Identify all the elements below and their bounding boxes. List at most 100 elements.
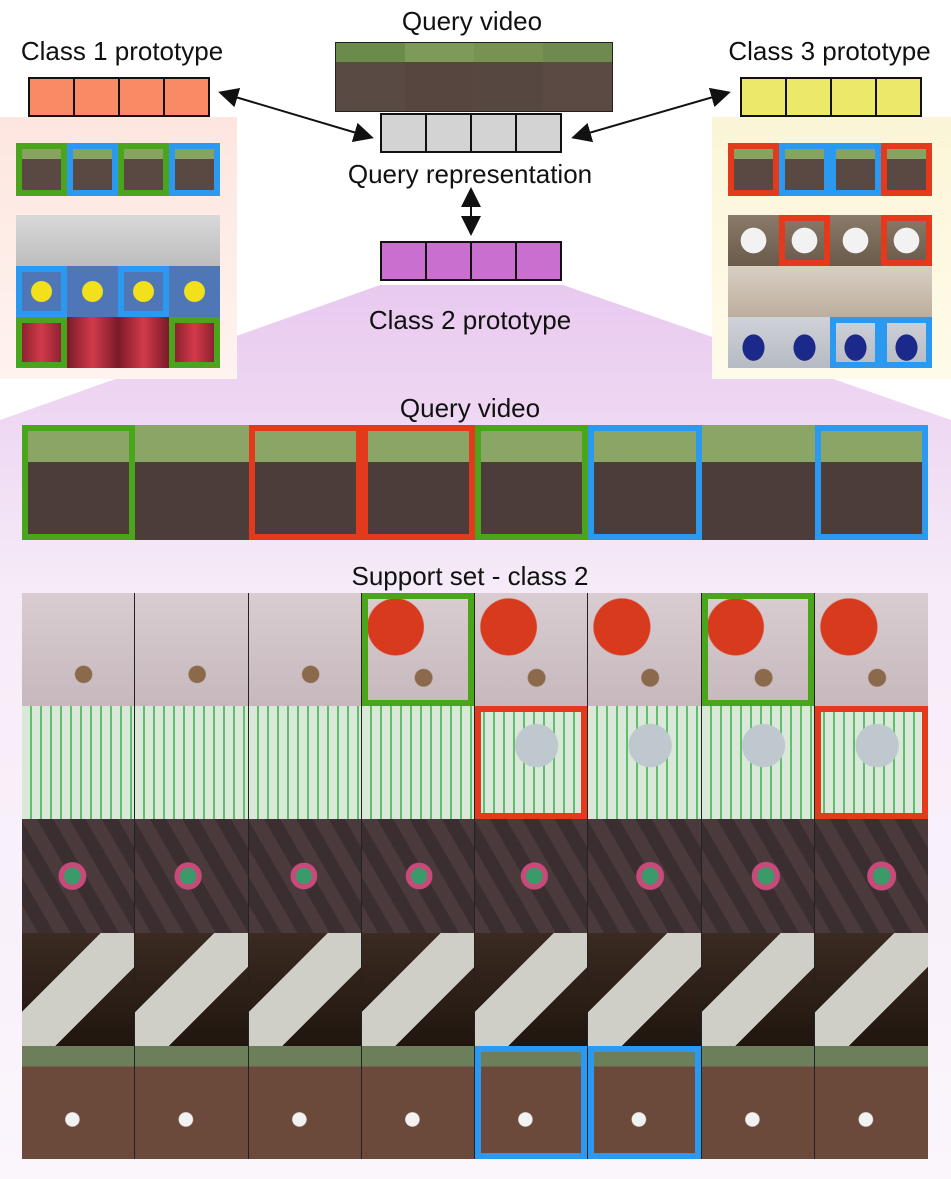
thumb-frame (830, 215, 881, 266)
query-video-frame (22, 425, 136, 540)
support-frame (22, 706, 136, 820)
support-frame (475, 932, 589, 1046)
support-frame (475, 593, 589, 707)
support-frame (814, 932, 928, 1046)
green-highlight-border (169, 317, 220, 368)
support-thumb-row (728, 317, 932, 368)
prototype-cell (832, 79, 877, 115)
blue-highlight-border (588, 425, 702, 540)
support-frame (135, 1045, 249, 1159)
thumb-frame (16, 215, 67, 266)
red-highlight-border (475, 706, 588, 820)
blue-highlight-border (16, 266, 67, 317)
query-video-frame (588, 425, 702, 540)
green-highlight-border (361, 593, 474, 707)
support-frame (361, 819, 475, 933)
support-frame (701, 593, 815, 707)
query-video-frames (22, 425, 928, 540)
thumb-frame (779, 143, 830, 196)
support-frame (22, 819, 136, 933)
support-frame (135, 593, 249, 707)
support-video-row (22, 819, 928, 933)
thumb-frame (881, 215, 932, 266)
prototype-cell (787, 79, 832, 115)
support-frame (135, 819, 249, 933)
support-frame (475, 1045, 589, 1159)
support-frame (361, 593, 475, 707)
red-highlight-border (881, 215, 932, 266)
support-set-label: Support set - class 2 (351, 561, 589, 591)
thumb-frame (881, 143, 932, 196)
prototype-cell (30, 79, 75, 115)
blue-highlight-border (814, 425, 928, 540)
green-highlight-border (118, 143, 169, 196)
arrow-query-class3 (571, 87, 731, 143)
blue-highlight-border (118, 266, 169, 317)
support-frame (814, 706, 928, 820)
thumb-frame (779, 266, 830, 317)
query-video-main-label: Query video (399, 393, 541, 423)
prototype-cell (877, 79, 920, 115)
support-frame (588, 1045, 702, 1159)
thumb-frame (67, 143, 118, 196)
support-frame (588, 706, 702, 820)
thumb-frame (779, 215, 830, 266)
support-frame (475, 819, 589, 933)
blue-highlight-border (588, 1045, 701, 1159)
support-frame (248, 593, 362, 707)
query-representation-label: Query representation (347, 159, 593, 189)
support-frame (588, 593, 702, 707)
support-frame (135, 932, 249, 1046)
query-frame (405, 43, 474, 111)
blue-highlight-border (169, 143, 220, 196)
prototype-cell (75, 79, 120, 115)
thumb-frame (16, 317, 67, 368)
thumb-frame (169, 215, 220, 266)
green-highlight-border (475, 425, 589, 540)
class2-prototype-vector (380, 241, 562, 281)
support-frame (588, 819, 702, 933)
prototype-cell (120, 79, 165, 115)
class3-prototype-vector (740, 77, 922, 117)
support-video-row (22, 932, 928, 1046)
support-frame (248, 819, 362, 933)
green-highlight-border (22, 425, 136, 540)
support-frame (701, 932, 815, 1046)
support-frame (814, 593, 928, 707)
thumb-frame (830, 266, 881, 317)
support-frame (475, 706, 589, 820)
thumb-frame (118, 266, 169, 317)
thumb-frame (728, 215, 779, 266)
red-highlight-border (881, 143, 932, 196)
thumb-frame (728, 266, 779, 317)
arrow-query-class1 (218, 87, 374, 143)
support-frame (248, 932, 362, 1046)
thumb-frame (67, 215, 118, 266)
query-thumb-row (728, 143, 932, 196)
thumb-frame (728, 143, 779, 196)
query-video-frame (361, 425, 475, 540)
query-representation-vector (380, 113, 562, 153)
red-highlight-border (248, 425, 362, 540)
red-highlight-border (728, 143, 779, 196)
prototype-cell (517, 115, 560, 151)
class1-prototype-label: Class 1 prototype (20, 36, 224, 66)
blue-highlight-border (475, 1045, 588, 1159)
blue-highlight-border (830, 317, 881, 368)
prototype-cell (165, 79, 208, 115)
support-video-row (22, 706, 928, 820)
blue-highlight-border (779, 143, 830, 196)
support-frame (22, 932, 136, 1046)
support-frame (22, 1045, 136, 1159)
blue-highlight-border (881, 317, 932, 368)
support-frame (814, 819, 928, 933)
query-video-frame (814, 425, 928, 540)
thumb-frame (830, 317, 881, 368)
red-highlight-border (361, 425, 475, 540)
thumb-frame (169, 143, 220, 196)
support-frame (361, 706, 475, 820)
blue-highlight-border (830, 143, 881, 196)
blue-highlight-border (67, 143, 118, 196)
support-frame (701, 706, 815, 820)
